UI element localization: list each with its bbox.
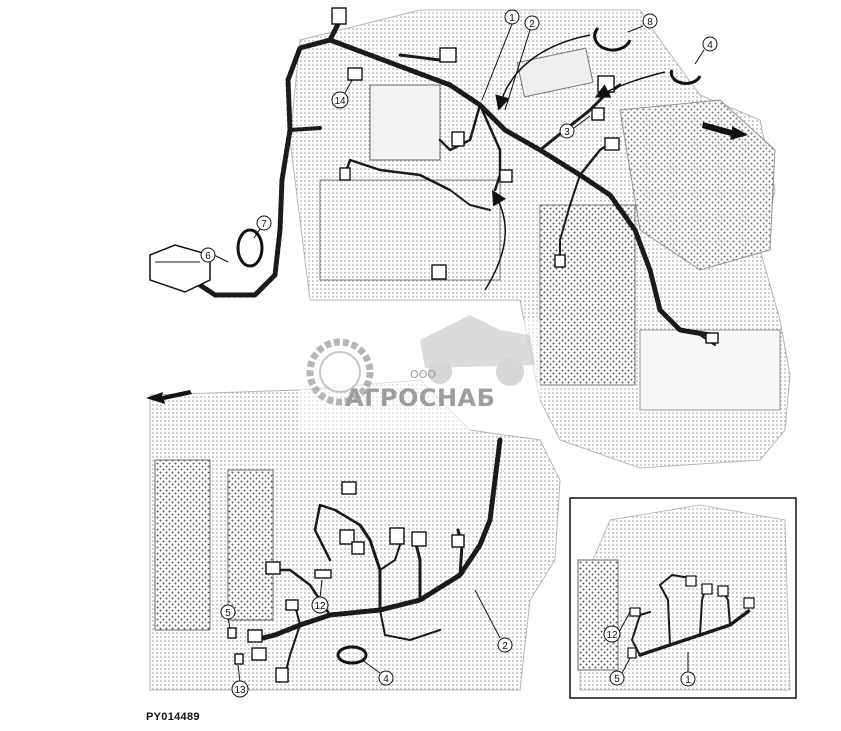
- callout-label: 1: [509, 13, 515, 24]
- callout-label: 5: [614, 674, 620, 685]
- callout-12: 12: [603, 611, 631, 643]
- inset-detail: [569, 497, 797, 699]
- callout-6: 6: [200, 247, 229, 263]
- tractor-icon: [420, 315, 535, 386]
- callout-label: 1: [685, 675, 691, 686]
- callout-5: 5: [220, 604, 236, 629]
- callout-label: 13: [234, 685, 246, 696]
- callout-label: 3: [564, 127, 570, 138]
- callout-label: 4: [383, 674, 389, 685]
- callout-1: 1: [680, 652, 696, 687]
- callout-4: 4: [361, 659, 394, 686]
- callout-7: 7: [253, 215, 272, 239]
- figure-id: PY014489: [146, 711, 200, 723]
- gear-icon: [306, 338, 374, 406]
- callout-2: 2: [474, 589, 513, 653]
- upper-engine-view: [149, 7, 791, 469]
- callouts: 1 2 8 4 14 3: [200, 9, 718, 698]
- callout-12: 12: [311, 579, 329, 614]
- callout-label: 4: [707, 40, 713, 51]
- direction-arrow-right-icon: [702, 122, 748, 140]
- callout-5: 5: [609, 657, 631, 686]
- brand-watermark: ООО АГРОСНАБ: [300, 315, 540, 430]
- ecu-module: [149, 244, 211, 293]
- callout-label: 2: [502, 641, 508, 652]
- callout-label: 8: [647, 17, 653, 28]
- callout-3: 3: [559, 115, 591, 139]
- callout-13: 13: [231, 664, 249, 698]
- callout-label: 6: [205, 251, 211, 262]
- callout-label: 5: [225, 608, 231, 619]
- callout-14: 14: [331, 79, 353, 109]
- callout-8: 8: [627, 13, 658, 33]
- direction-arrow-left-icon: [146, 390, 192, 404]
- callout-label: 2: [529, 19, 535, 30]
- callout-label: 12: [606, 630, 618, 641]
- callout-1: 1: [481, 9, 520, 101]
- lower-engine-view: [146, 379, 561, 691]
- watermark-small-text: ООО: [410, 368, 436, 381]
- callout-2: 2: [504, 15, 540, 111]
- callout-label: 14: [334, 96, 346, 107]
- callout-label: 12: [314, 601, 326, 612]
- watermark-brand-text: АГРОСНАБ: [345, 384, 495, 412]
- callout-label: 7: [261, 219, 267, 230]
- callout-4: 4: [694, 36, 718, 65]
